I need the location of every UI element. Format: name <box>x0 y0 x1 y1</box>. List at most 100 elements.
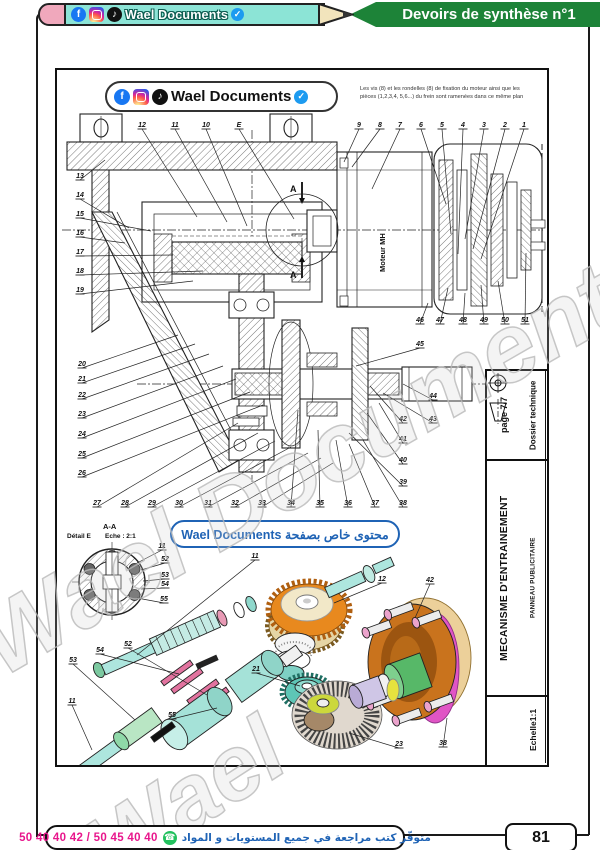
header-badge-title: Wael Documents <box>125 7 229 22</box>
callout-6: 6 <box>419 122 423 129</box>
callout-29: 29 <box>147 500 156 507</box>
drawing-note: Les vis (8) et les rondelles (8) de fixa… <box>360 85 542 101</box>
callout-27: 27 <box>92 500 102 507</box>
callout-5: 5 <box>440 122 444 129</box>
callout-42: 42 <box>398 416 407 423</box>
instagram-icon <box>133 88 149 105</box>
callout-20: 20 <box>77 361 86 368</box>
callout-55: 55 <box>160 596 168 603</box>
section-a-top: A <box>290 184 297 194</box>
title-block-echelle: Echelle1:1 <box>521 697 546 763</box>
callout-44: 44 <box>428 393 437 400</box>
callout-36: 36 <box>344 500 352 507</box>
callout-46: 46 <box>415 317 424 324</box>
note-line-2: pièces (1,2,3,4, 5,6...) du frein sont r… <box>360 94 524 101</box>
callout-9: 9 <box>357 122 361 129</box>
sheet-badge-title: Wael Documents <box>171 88 292 105</box>
callout-16: 16 <box>76 230 84 237</box>
detail-scale-label: Eche : 2:1 <box>105 533 136 540</box>
callout-41: 41 <box>398 436 407 443</box>
callout-4: 4 <box>460 122 465 129</box>
motor-label: Moteur MH <box>378 233 387 272</box>
callout-18: 18 <box>76 268 84 275</box>
section-a-bottom: A <box>290 270 297 280</box>
callout-7: 7 <box>398 122 403 129</box>
callout-25: 25 <box>77 451 86 458</box>
callout-52: 52 <box>161 556 169 563</box>
instagram-icon <box>89 7 104 22</box>
footer-connector-mid <box>399 834 507 836</box>
callout-13: 13 <box>76 173 84 180</box>
callout-48: 48 <box>458 317 467 324</box>
page-number: 81 <box>532 828 550 846</box>
callout-38: 38 <box>439 740 447 747</box>
technical-drawing-sheet: A A Moteur MH A-A Détail E Eche <box>0 68 600 850</box>
callout-33: 33 <box>258 500 266 507</box>
callout-49: 49 <box>479 317 488 324</box>
facebook-icon: f <box>114 88 130 105</box>
verified-icon: ✓ <box>231 8 245 21</box>
callout-15: 15 <box>76 211 84 218</box>
callout-52: 52 <box>124 641 132 648</box>
callout-8: 8 <box>378 122 382 129</box>
technical-drawing: A A Moteur MH A-A Détail E Eche <box>62 113 546 765</box>
callout-14: 14 <box>76 192 84 199</box>
detail-e-label: Détail E <box>67 533 92 540</box>
callout-11: 11 <box>251 553 258 560</box>
callout-35: 35 <box>316 500 324 507</box>
callout-12: 12 <box>378 576 386 583</box>
footer-contact-pill: 50 40 40 42 / 50 45 40 40 ☎ متوفّر كتب م… <box>19 825 431 850</box>
footer-connector-left <box>37 834 47 836</box>
callout-11: 11 <box>158 543 165 550</box>
callout-37: 37 <box>371 500 380 507</box>
tiktok-icon: ♪ <box>152 88 168 105</box>
verified-icon: ✓ <box>294 89 309 104</box>
callout-23: 23 <box>394 741 403 748</box>
callout-40: 40 <box>398 457 407 464</box>
callout-47: 47 <box>435 317 445 324</box>
callout-42: 42 <box>425 577 434 584</box>
footer-connector-right <box>571 834 589 836</box>
page-number-box: 81 <box>505 823 577 850</box>
callout-10: 10 <box>202 122 210 129</box>
callout-31: 31 <box>204 500 212 507</box>
page-border-left <box>36 12 52 837</box>
page-border-right <box>588 27 590 835</box>
callout-54: 54 <box>161 581 169 588</box>
sheet-badge: f ♪ Wael Documents ✓ <box>105 81 338 112</box>
callout-22: 22 <box>77 392 86 399</box>
callout-55: 55 <box>168 712 176 719</box>
phone-numbers: 50 40 40 42 / 50 45 40 40 <box>19 831 158 844</box>
callout-21: 21 <box>251 666 260 673</box>
detail-aa-label: A-A <box>103 522 117 531</box>
callout-51: 51 <box>521 317 529 324</box>
callout-32: 32 <box>231 500 239 507</box>
note-line-1: Les vis (8) et les rondelles (8) de fixa… <box>360 86 520 92</box>
callout-53: 53 <box>69 657 77 664</box>
callout-53: 53 <box>161 572 169 579</box>
callout-21: 21 <box>77 376 86 383</box>
title-block-dossier: Dossier technique <box>521 371 546 459</box>
callout-38: 38 <box>399 500 407 507</box>
title-block: Dossier technique page 7/7 PANNEAU PUBLI… <box>485 369 547 765</box>
callout-E: E <box>237 122 242 129</box>
title-block-panneau: PANNEAU PUBLICITAIRE <box>521 461 546 695</box>
callout-19: 19 <box>76 287 84 294</box>
whatsapp-icon: ☎ <box>162 830 177 845</box>
callout-39: 39 <box>399 479 407 486</box>
pencil-body: f ♪ Wael Documents ✓ <box>64 3 325 26</box>
callout-12: 12 <box>138 122 146 129</box>
callout-11: 11 <box>171 122 178 129</box>
footer-arabic-text: متوفّر كتب مراجعة في جميع المستويات و ال… <box>181 831 431 844</box>
projection-symbol <box>487 373 521 763</box>
facebook-icon: f <box>71 7 86 22</box>
header-title: Devoirs de synthèse n°1 <box>402 6 576 23</box>
callout-24: 24 <box>77 431 86 438</box>
callout-26: 26 <box>77 470 86 477</box>
exclusive-content-text: محتوى خاص بصفحة Wael Documents <box>181 527 389 542</box>
callout-45: 45 <box>415 341 424 348</box>
title-block-mecanisme: MECANISME D'ENTRAINEMENT <box>498 495 510 661</box>
tiktok-icon: ♪ <box>107 7 122 22</box>
callout-43: 43 <box>428 416 437 423</box>
